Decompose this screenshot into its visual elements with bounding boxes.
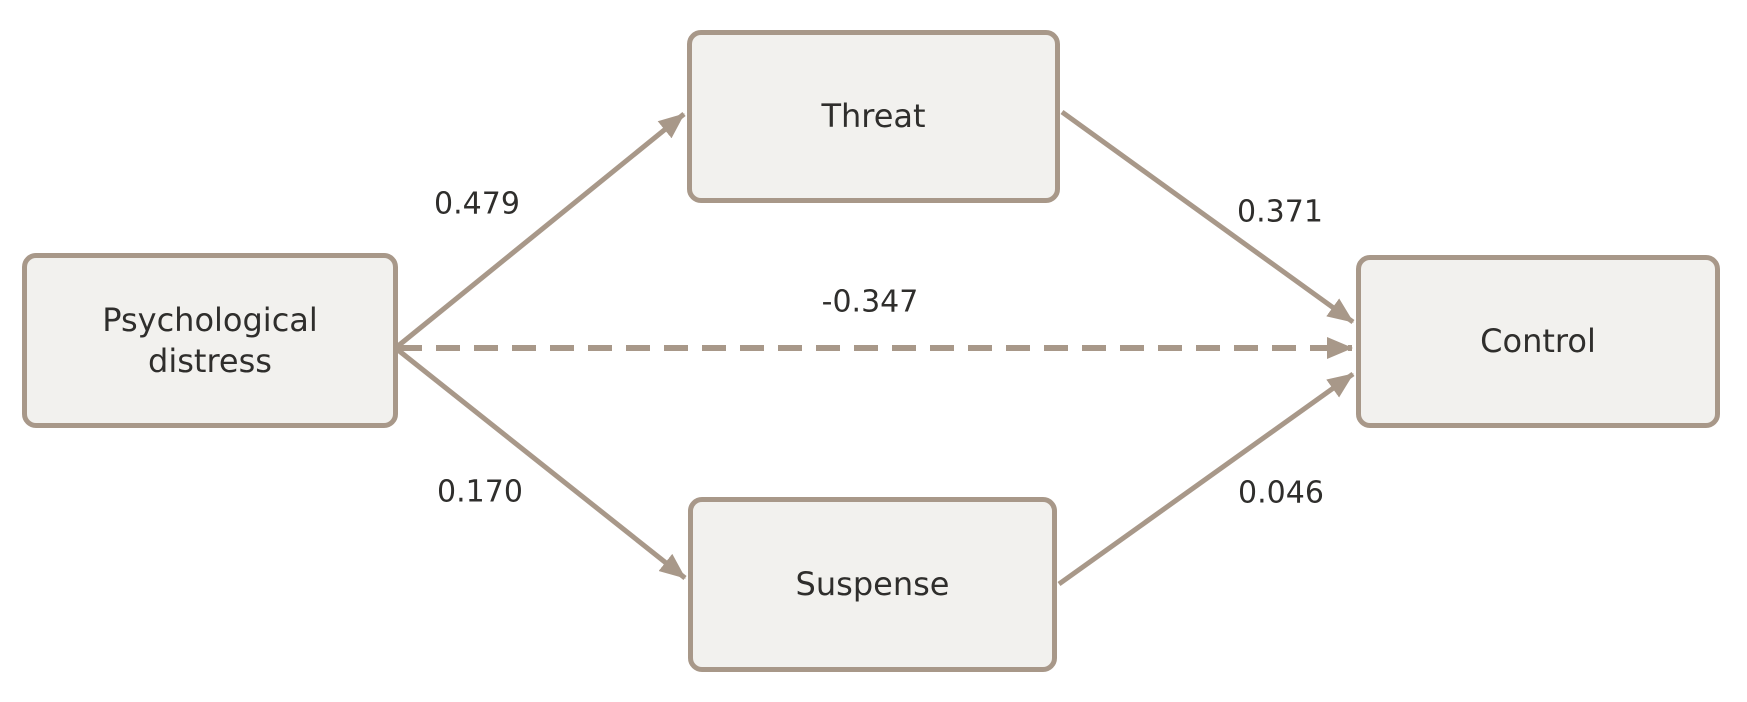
coefficient-distress-threat: 0.479	[434, 186, 520, 222]
coefficient-suspense-control: 0.046	[1238, 475, 1324, 511]
coefficient-threat-control: 0.371	[1237, 194, 1323, 230]
edge-distress-threat	[396, 112, 686, 348]
node-control-label: Control	[1480, 322, 1596, 361]
edge-suspense-control	[1057, 371, 1355, 587]
coefficient-distress-suspense: 0.170	[437, 474, 523, 510]
node-threat: Threat	[687, 30, 1060, 203]
node-psychological-distress-label: Psychological distress	[102, 300, 318, 380]
node-psychological-distress: Psychological distress	[22, 253, 398, 428]
node-suspense-label: Suspense	[795, 565, 950, 604]
edge-threat-control	[1060, 109, 1355, 325]
coefficient-distress-control: -0.347	[821, 284, 919, 320]
edge-distress-suspense	[396, 348, 687, 580]
node-threat-label: Threat	[821, 97, 926, 136]
node-suspense: Suspense	[688, 497, 1057, 672]
node-control: Control	[1356, 255, 1720, 428]
